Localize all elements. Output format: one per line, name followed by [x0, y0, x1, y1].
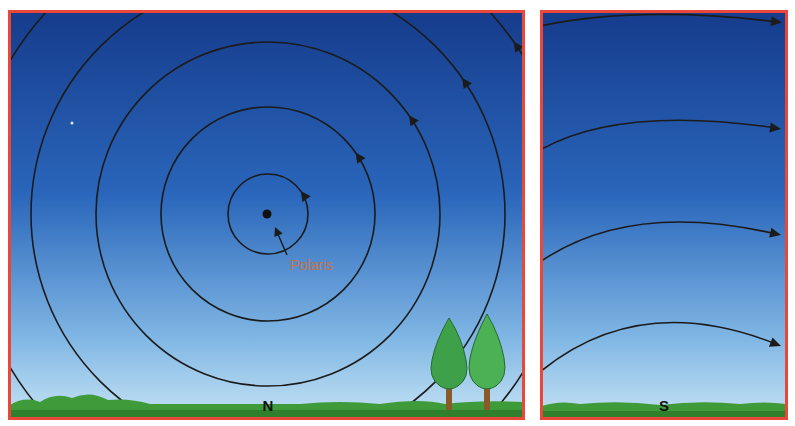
trees	[431, 314, 505, 410]
panel-border	[10, 12, 524, 419]
star	[71, 122, 74, 125]
north-sky	[10, 12, 523, 418]
star-label: Polaris	[290, 258, 333, 273]
star-trails	[542, 14, 778, 372]
polaris-star	[263, 210, 272, 219]
direction-label: N	[263, 398, 274, 415]
panel-border	[542, 12, 787, 419]
leader-arrowhead	[271, 225, 283, 237]
direction-label: S	[659, 398, 669, 415]
star-trails	[10, 12, 523, 418]
trail-arrowheads	[769, 16, 783, 350]
trail-arrowheads	[297, 39, 524, 202]
south-sky	[542, 12, 786, 418]
leader-line	[277, 232, 287, 255]
